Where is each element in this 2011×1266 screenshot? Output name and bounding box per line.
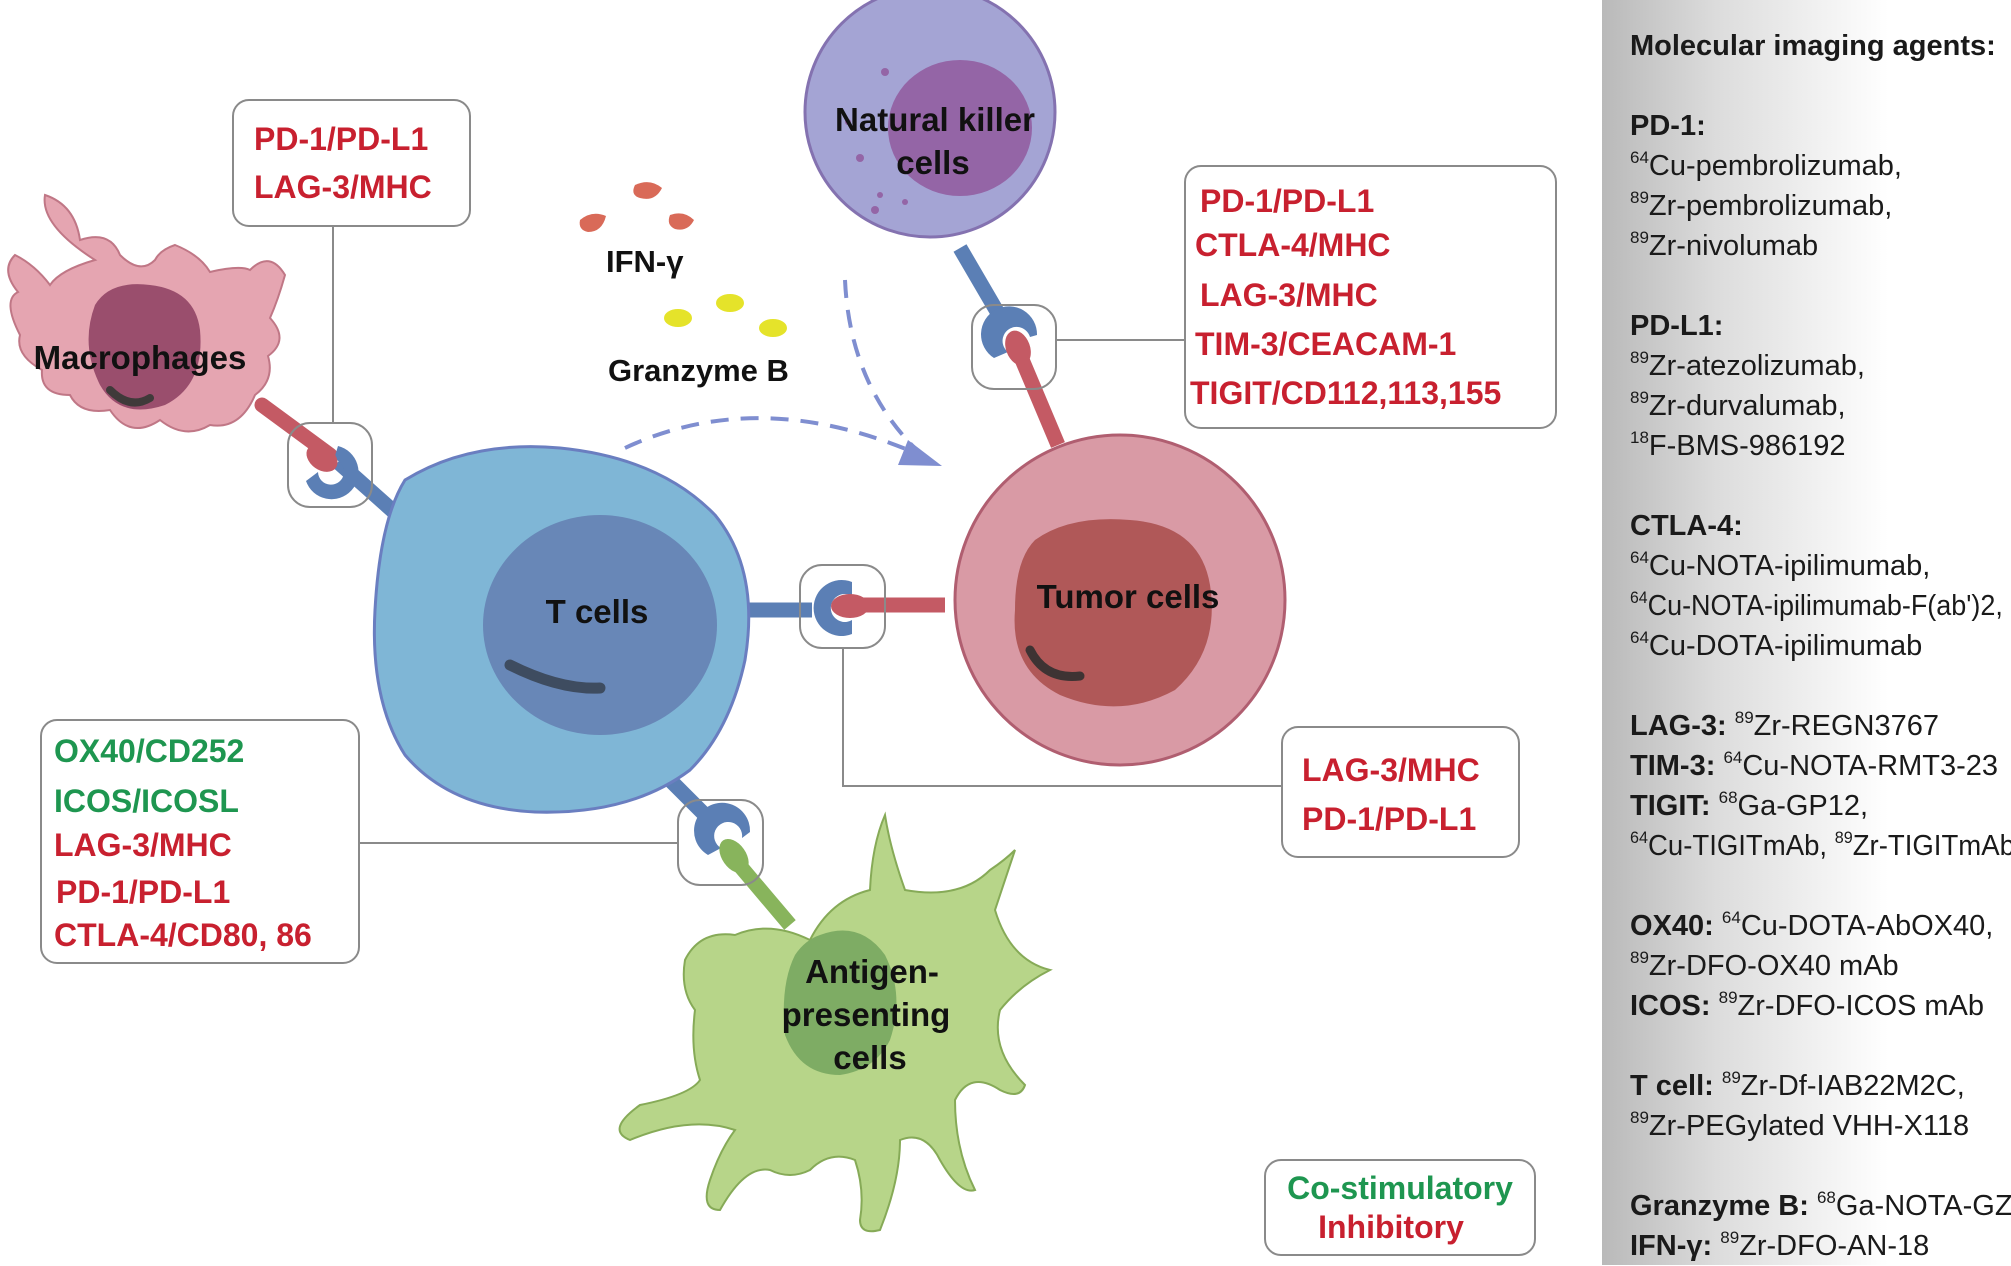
label-pd1: PD-1: [1630, 110, 1706, 142]
agent-line: 64Cu-NOTA-ipilimumab, [1630, 548, 1931, 582]
synapse-box-macrophage [287, 422, 373, 508]
box-macrophage-line-1: PD-1/PD-L1 [254, 121, 428, 157]
agent-line: 89Zr-nivolumab [1630, 228, 1819, 262]
agent-line: 64Cu-NOTA-ipilimumab-F(ab')2, [1630, 588, 2003, 622]
legend-costimulatory: Co-stimulatory [1287, 1170, 1513, 1206]
agent-line: LAG-3: 89Zr-REGN3767 [1630, 708, 1939, 742]
agent-line: TIGIT: 68Ga-GP12, [1630, 788, 1869, 822]
agent-line: 64Cu-pembrolizumab, [1630, 148, 1902, 182]
box-macrophage-line-2: LAG-3/MHC [254, 169, 432, 205]
cell-label-nk-2: cells [896, 144, 969, 181]
box-apc-line-3: LAG-3/MHC [54, 827, 232, 863]
agent-line: OX40: 64Cu-DOTA-AbOX40, [1630, 908, 1994, 942]
cytokine-granzyme: Granzyme B [608, 353, 789, 388]
box-nk-line-3: LAG-3/MHC [1200, 277, 1378, 313]
box-apc-line-4: PD-1/PD-L1 [56, 874, 230, 910]
ligand-tumor-nk [1005, 330, 1031, 366]
group-ox40-icos: OX40: 64Cu-DOTA-AbOX40, 89Zr-DFO-OX40 mA… [1630, 906, 2011, 1026]
group-pd1: PD-1: 64Cu-pembrolizumab, 89Zr-pembroliz… [1630, 106, 2011, 266]
cell-label-nk-1: Natural killer [835, 101, 1035, 138]
group-granzyme-ifn: Granzyme B: 68Ga-NOTA-GZP IFN-γ: 89Zr-DF… [1630, 1186, 2011, 1266]
label-ctla4: CTLA-4: [1630, 510, 1743, 542]
agent-line: 89Zr-DFO-OX40 mAb [1630, 948, 1899, 982]
receptor-cup-apc [694, 802, 751, 855]
label-pdl1: PD-L1: [1630, 310, 1724, 342]
cytokine-ifn: IFN-γ [606, 244, 684, 279]
box-nk-line-1: PD-1/PD-L1 [1200, 183, 1374, 219]
box-tumor-frame [1281, 726, 1520, 858]
synapse-box-apc [677, 799, 764, 886]
box-apc-line-1: OX40/CD252 [54, 733, 244, 769]
stalk-nk [953, 244, 1009, 324]
agent-line: 64Cu-TIGITmAb, 89Zr-TIGITmAb [1630, 828, 2011, 862]
agent-line: 89Zr-atezolizumab, [1630, 348, 1865, 382]
receptor-cup-nk [981, 306, 1038, 358]
group-ctla4: CTLA-4: 64Cu-NOTA-ipilimumab, 64Cu-NOTA-… [1630, 506, 2011, 666]
sidebar-title: Molecular imaging agents: [1630, 30, 1996, 62]
group-tcell: T cell: 89Zr-Df-IAB22M2C, 89Zr-PEGylated… [1630, 1066, 2011, 1146]
stalk-tumor-nk [1011, 347, 1065, 448]
granzyme-dots [664, 294, 787, 337]
cell-label-apc-3: cells [833, 1039, 906, 1076]
agent-line: 18F-BMS-986192 [1630, 428, 1846, 462]
agent-line: T cell: 89Zr-Df-IAB22M2C, [1630, 1068, 1965, 1102]
legend-frame [1264, 1159, 1536, 1256]
arrow-head [898, 440, 942, 466]
synapse-box-nk [971, 304, 1057, 390]
group-pdl1: PD-L1: 89Zr-atezolizumab, 89Zr-durvaluma… [1630, 306, 2011, 466]
macrophage-cell [7, 193, 287, 433]
box-tumor-line-2: PD-1/PD-L1 [1302, 801, 1476, 837]
box-macrophage-frame [232, 99, 471, 227]
antigen-presenting-cell [618, 811, 1053, 1233]
immune-checkpoint-diagram: Macrophages Natural killer cells T cells… [7, 0, 1557, 1256]
t-cell [372, 445, 751, 814]
ligand-tumor [831, 594, 869, 618]
cell-label-macrophages: Macrophages [34, 339, 247, 376]
agent-line: IFN-γ: 89Zr-DFO-AN-18 [1630, 1228, 1930, 1262]
box-nk-line-4: TIM-3/CEACAM-1 [1195, 326, 1456, 362]
agent-line: Granzyme B: 68Ga-NOTA-GZP [1630, 1188, 2011, 1222]
box-apc-frame [40, 719, 360, 964]
box-nk-line-5: TIGIT/CD112,113,155 [1190, 375, 1501, 411]
tumor-cell [953, 433, 1287, 767]
agent-line: TIM-3: 64Cu-NOTA-RMT3-23 [1630, 748, 1999, 782]
synapse-box-tumor [799, 564, 886, 649]
leader-lines [332, 227, 1282, 844]
box-apc-line-5: CTLA-4/CD80, 86 [54, 917, 312, 953]
agent-line: 89Zr-durvalumab, [1630, 388, 1846, 422]
box-nk-frame [1184, 165, 1557, 429]
receptor-cup-tcell [813, 580, 852, 637]
agent-line: 64Cu-DOTA-ipilimumab [1630, 628, 1923, 662]
secretion-arrows [624, 279, 927, 460]
agent-line: 89Zr-PEGylated VHH-X118 [1630, 1108, 1970, 1142]
agent-line: ICOS: 89Zr-DFO-ICOS mAb [1630, 988, 1985, 1022]
receptor-cup-macrophage [306, 446, 359, 500]
natural-killer-cell [803, 0, 1057, 239]
sidebar-panel [1602, 0, 2011, 1265]
ifn-droplets [579, 182, 694, 232]
agent-line: 89Zr-pembrolizumab, [1630, 188, 1893, 222]
box-apc-line-2: ICOS/ICOSL [54, 783, 239, 819]
ligand-macrophage [306, 444, 338, 472]
cell-label-tumor: Tumor cells [1037, 578, 1220, 615]
box-tumor-line-1: LAG-3/MHC [1302, 752, 1480, 788]
legend-inhibitory: Inhibitory [1318, 1209, 1464, 1245]
ligand-apc [719, 838, 749, 874]
imaging-agents-list: Molecular imaging agents: PD-1: 64Cu-pem… [1630, 26, 2011, 1266]
cell-label-apc-1: Antigen- [805, 953, 939, 990]
cell-label-apc-2: presenting [782, 996, 951, 1033]
box-nk-line-2: CTLA-4/MHC [1195, 227, 1391, 263]
group-lag3-tim3-tigit: LAG-3: 89Zr-REGN3767 TIM-3: 64Cu-NOTA-RM… [1630, 706, 2011, 866]
cell-label-t-cells: T cells [546, 593, 649, 630]
